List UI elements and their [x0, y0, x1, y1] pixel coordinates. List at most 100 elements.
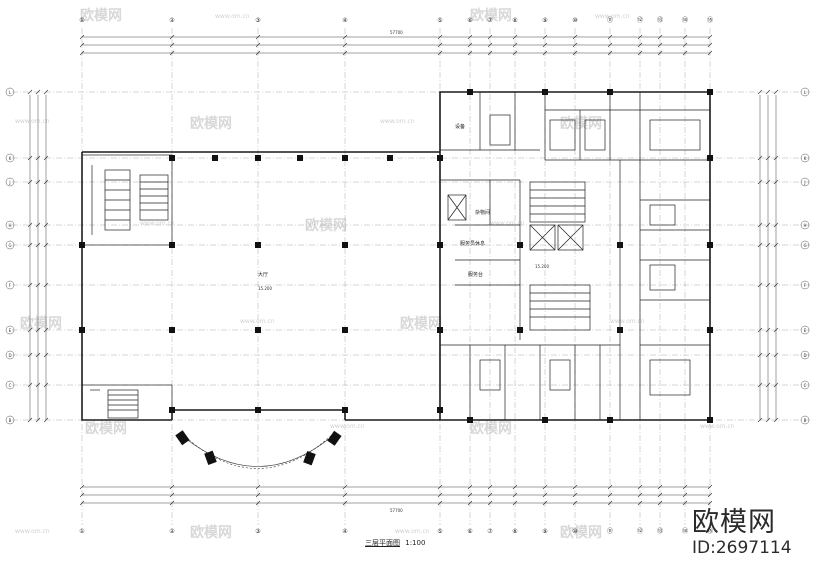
dim-tick	[35, 282, 41, 288]
dim-tick	[27, 282, 33, 288]
brand-mark: 欧模网 ID:2697114	[692, 500, 812, 570]
watermark-url: www.om.cn	[490, 220, 525, 227]
dim-tick	[682, 500, 688, 506]
column	[79, 242, 85, 248]
dim-tick	[707, 484, 713, 490]
axis-label-horizontal: B	[804, 418, 807, 423]
dim-tick	[707, 42, 713, 48]
axis-bubble	[5, 280, 15, 290]
watermark-text: 欧模网	[20, 315, 62, 332]
column	[255, 327, 261, 333]
dim-tick	[682, 50, 688, 56]
dim-tick	[765, 327, 771, 333]
dim-tick	[572, 500, 578, 506]
axis-label-vertical: ⑧	[512, 528, 517, 535]
dim-tick	[169, 50, 175, 56]
dim-tick	[773, 382, 779, 388]
watermark-text: 欧模网	[560, 524, 602, 541]
axis-bubble	[5, 87, 15, 97]
column	[342, 327, 348, 333]
dim-tick	[487, 484, 493, 490]
axis-label-horizontal: G	[8, 243, 11, 248]
dim-tick	[765, 242, 771, 248]
dim-tick	[43, 417, 49, 423]
column	[342, 242, 348, 248]
axis-label-vertical: ⑤	[437, 528, 442, 535]
brand-id: ID:2697114	[692, 538, 792, 558]
dim-tick	[757, 282, 763, 288]
dim-tick	[27, 417, 33, 423]
axis-bubble	[5, 240, 15, 250]
axis-label-vertical: ⑪	[607, 527, 613, 535]
axis-label-vertical: ⑨	[542, 528, 547, 535]
dim-tick	[255, 492, 261, 498]
axis-bubble	[800, 350, 810, 360]
axis-bubble	[800, 280, 810, 290]
dim-tick	[255, 50, 261, 56]
dim-tick	[467, 50, 473, 56]
axis-label-horizontal: H	[8, 223, 11, 228]
dim-tick	[607, 500, 613, 506]
axis-label-vertical: ⑤	[437, 17, 442, 24]
dim-tick	[637, 484, 643, 490]
watermark-text: 欧模网	[560, 115, 602, 132]
axis-label-horizontal: E	[9, 328, 12, 333]
dim-tick	[757, 155, 763, 161]
column	[707, 417, 713, 423]
dim-tick	[657, 484, 663, 490]
column	[467, 89, 473, 95]
dim-tick	[657, 492, 663, 498]
axis-label-vertical: ⑭	[682, 16, 688, 24]
dim-tick	[79, 484, 85, 490]
watermark-url: www.om.cn	[240, 318, 275, 325]
watermark-text: 欧模网	[80, 7, 122, 24]
dim-tick	[637, 42, 643, 48]
dim-tick	[637, 34, 643, 40]
axis-label-horizontal: K	[9, 156, 12, 161]
dim-tick	[657, 42, 663, 48]
column	[707, 242, 713, 248]
grid-lines	[12, 28, 812, 525]
dim-tick	[542, 484, 548, 490]
axis-label-horizontal: J	[8, 180, 10, 185]
axis-bubble	[800, 87, 810, 97]
dim-tick	[35, 327, 41, 333]
watermark-url: www.om.cn	[215, 13, 250, 20]
axis-label-horizontal: K	[804, 156, 807, 161]
dim-tick	[467, 42, 473, 48]
dim-tick	[35, 242, 41, 248]
dim-tick	[757, 242, 763, 248]
dim-tick	[773, 222, 779, 228]
axis-label-horizontal: J	[803, 180, 805, 185]
dim-tick	[765, 352, 771, 358]
dim-tick	[682, 492, 688, 498]
dim-tick	[682, 42, 688, 48]
watermark-layer: 欧模网 www.om.cn 欧模网 www.om.cn 欧模网 www.om.c…	[15, 7, 735, 541]
dim-tick	[682, 34, 688, 40]
dim-tick	[27, 179, 33, 185]
dim-tick	[607, 50, 613, 56]
dim-tick	[35, 417, 41, 423]
dim-tick	[512, 50, 518, 56]
watermark-url: www.om.cn	[395, 528, 430, 535]
watermark-url: www.om.cn	[380, 118, 415, 125]
watermark-text: 欧模网	[305, 217, 347, 234]
drawing-title-block: 三层平面图 1:100	[365, 538, 425, 548]
column	[707, 89, 713, 95]
dim-tick	[637, 492, 643, 498]
axis-label-horizontal: F	[9, 283, 12, 288]
column	[169, 407, 175, 413]
dim-tick	[27, 155, 33, 161]
column	[437, 155, 443, 161]
dim-tick	[169, 500, 175, 506]
watermark-text: 欧模网	[190, 115, 232, 132]
building-walls	[81, 91, 711, 421]
structural-columns	[79, 89, 713, 423]
dim-tick	[169, 34, 175, 40]
dim-tick	[43, 222, 49, 228]
dim-tick	[27, 327, 33, 333]
axis-bubble	[800, 325, 810, 335]
dim-tick	[607, 484, 613, 490]
